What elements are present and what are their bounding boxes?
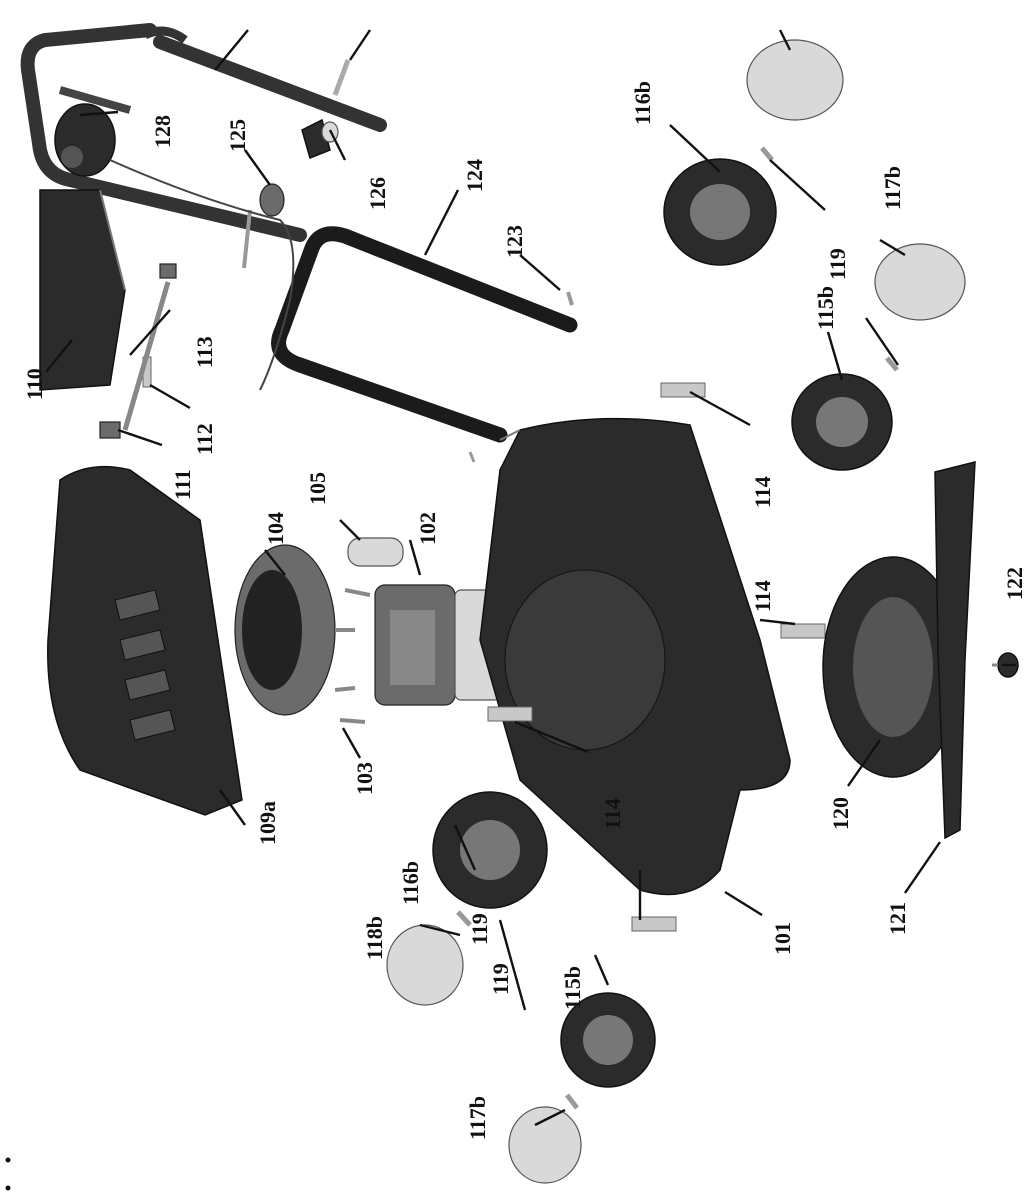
handle-bolt-top: [332, 59, 351, 96]
hubcap-top-right: [746, 39, 844, 121]
label-119-bottom-b: 119: [467, 913, 492, 945]
screws-119-top: [760, 146, 899, 372]
wheel-116b-top: [663, 158, 777, 266]
label-117b-top: 117b: [880, 166, 905, 210]
label-110: 110: [22, 368, 47, 400]
screws-103: [334, 588, 371, 724]
capacitor-105: [347, 537, 404, 567]
label-105: 105: [305, 472, 330, 505]
label-118b: 118b: [362, 916, 387, 960]
label-120: 120: [828, 797, 853, 830]
wheel-115b-bottom: [560, 992, 656, 1088]
margin-marks: [5, 1157, 11, 1191]
wheel-115b-top: [791, 373, 893, 471]
leader-lines: [45, 29, 1016, 1127]
switch-box: [54, 103, 116, 177]
label-125: 125: [225, 119, 250, 152]
motor-cover-104: [234, 544, 336, 716]
blade-121: [934, 461, 976, 840]
clip-111: [99, 421, 121, 439]
label-117b-bottom: 117b: [465, 1096, 490, 1140]
label-119-bottom-a: 119: [488, 963, 513, 995]
label-128: 128: [150, 115, 175, 148]
label-115b-bottom: 115b: [560, 966, 585, 1010]
upper-handle: [20, 23, 387, 242]
label-121: 121: [885, 902, 910, 935]
bolt-small-deck: [468, 451, 476, 463]
screws-119-bottom: [456, 910, 579, 1110]
hubcap-117b-top: [874, 243, 966, 321]
label-114-bottom: 114: [600, 798, 625, 830]
deck-101: [479, 417, 791, 896]
hubcap-117b-bottom: [508, 1106, 582, 1184]
label-111: 111: [170, 469, 195, 500]
label-115b-top: 115b: [813, 286, 838, 330]
label-119-top: 119: [825, 248, 850, 280]
handle-knob-125: [242, 183, 285, 269]
hubcap-118b: [386, 924, 464, 1006]
label-113: 113: [192, 336, 217, 368]
handle-knob-126: [301, 118, 339, 160]
label-116b-bottom: 116b: [398, 861, 423, 905]
label-103: 103: [352, 762, 377, 795]
label-123: 123: [502, 225, 527, 258]
label-124: 124: [462, 159, 487, 192]
grass-box-lid-110: [39, 189, 126, 391]
lower-handle: [271, 226, 578, 443]
fan-120: [822, 556, 964, 778]
label-104: 104: [263, 512, 288, 545]
label-102: 102: [415, 512, 440, 545]
label-109a: 109a: [255, 801, 280, 845]
label-122: 122: [1002, 567, 1026, 600]
grass-box-109a: [47, 465, 243, 816]
label-101: 101: [770, 922, 795, 955]
label-112: 112: [192, 423, 217, 455]
bolt-123: [566, 291, 574, 306]
label-116b-top: 116b: [630, 81, 655, 125]
label-126: 126: [365, 177, 390, 210]
part-labels: 110 113 112 111 104 105 102 103 109a 114…: [22, 81, 1026, 1140]
wheel-116b-bottom: [432, 791, 548, 909]
rod-113: [122, 263, 177, 431]
label-114-mid: 114: [750, 580, 775, 612]
cable: [109, 159, 295, 391]
label-114-top: 114: [750, 476, 775, 508]
